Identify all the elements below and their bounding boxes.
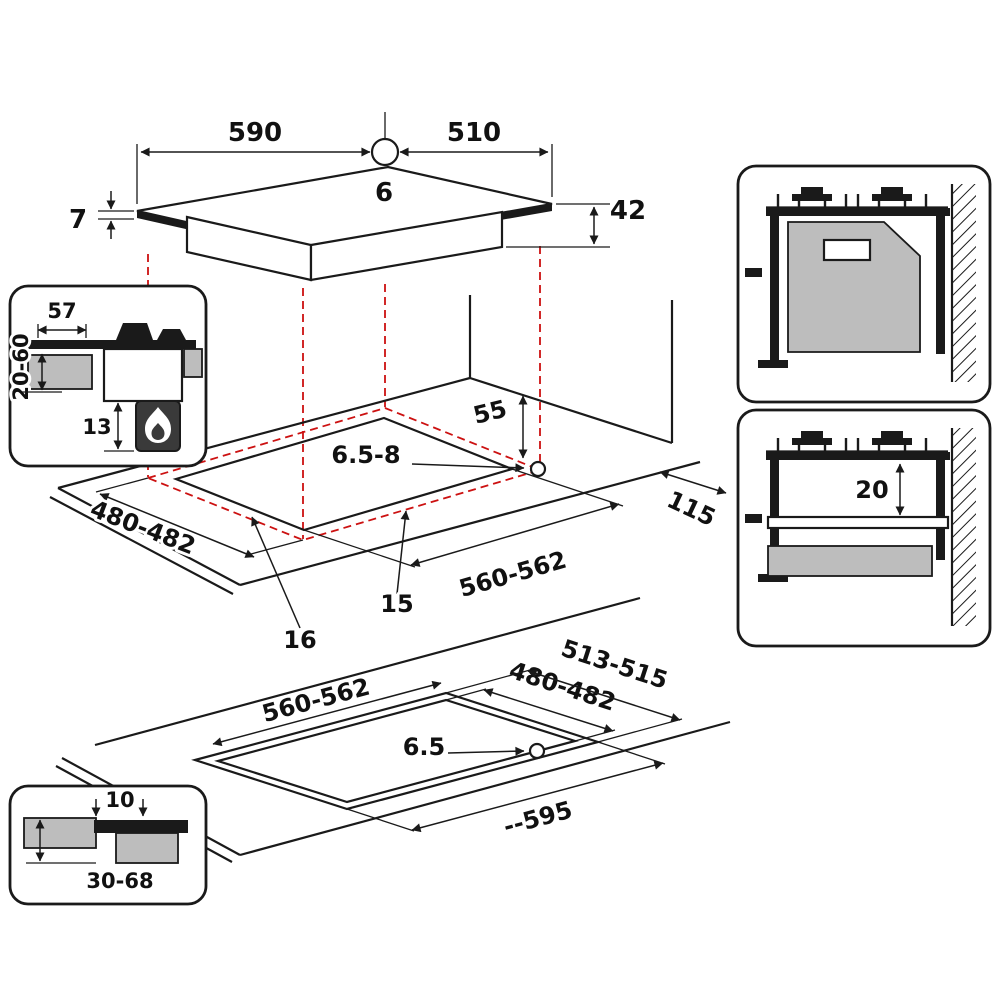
dim-worktop-thickness: 30-68 bbox=[86, 869, 153, 893]
dim-glass-thickness: 7 bbox=[69, 205, 87, 235]
wall-mount-shelf-view: 20 bbox=[736, 408, 992, 648]
dim-hob-depth: 510 bbox=[447, 118, 501, 148]
fixing-screw bbox=[745, 268, 762, 277]
hob-top-view: 590 510 6 7 42 bbox=[66, 112, 649, 282]
dim-flush-recess-width: --595 bbox=[500, 796, 575, 841]
wall-hatching-2 bbox=[952, 428, 976, 626]
dim-flush-hole: 6.5 bbox=[403, 733, 446, 761]
dim-flush-cutout-width: 560-562 bbox=[259, 672, 373, 728]
dim-overhang-right: 15 bbox=[380, 590, 413, 618]
section-cabinet bbox=[27, 354, 93, 390]
rating-plate bbox=[822, 238, 872, 262]
dim-cutout-depth: 480-482 bbox=[86, 495, 199, 561]
wall-mount-side-view bbox=[736, 164, 992, 404]
dim-overhang-left: 16 bbox=[283, 626, 316, 654]
fixing-screw-2 bbox=[745, 514, 762, 523]
dim-side-clearance: 115 bbox=[663, 485, 720, 532]
fixing-hole-symbol bbox=[529, 460, 547, 478]
dim-shelf-gap: 20 bbox=[855, 476, 888, 504]
dim-side-range: 20-60 bbox=[9, 333, 33, 400]
flush-worktop-right bbox=[115, 832, 179, 864]
flush-fixing-hole-symbol bbox=[528, 742, 546, 760]
front-bracket bbox=[770, 216, 779, 364]
hob-casing bbox=[787, 221, 921, 353]
worktop-cutout-outline bbox=[172, 416, 516, 532]
dim-back-clearance: 55 bbox=[470, 395, 509, 430]
dim-bottom-gap: 13 bbox=[82, 415, 111, 439]
connection-hole-symbol bbox=[370, 137, 400, 167]
dim-front-clearance: 57 bbox=[47, 299, 76, 323]
flush-worktop-left bbox=[23, 817, 97, 849]
dim-hole-diameter: 6 bbox=[375, 178, 393, 208]
flush-glass bbox=[94, 820, 188, 833]
dim-hob-width: 590 bbox=[228, 118, 282, 148]
separator-shelf bbox=[766, 515, 950, 530]
dim-cutout-hole: 6.5-8 bbox=[331, 441, 400, 469]
section-detail-inset: 57 20-60 13 bbox=[6, 284, 208, 468]
dim-body-height: 42 bbox=[610, 196, 646, 226]
drawer-front bbox=[767, 545, 933, 577]
wall-bracket-2 bbox=[936, 458, 945, 560]
section-worktop bbox=[183, 348, 203, 378]
section-glass bbox=[28, 340, 196, 349]
dim-step-depth: 10 bbox=[105, 788, 134, 812]
section-hob-body bbox=[102, 347, 184, 403]
wall-bracket bbox=[936, 214, 945, 354]
dim-cutout-width: 560-562 bbox=[456, 546, 570, 603]
wall-hatching bbox=[952, 184, 976, 382]
hob-body-right-face bbox=[309, 210, 504, 282]
flush-detail-inset: 10 30-68 bbox=[8, 784, 208, 906]
